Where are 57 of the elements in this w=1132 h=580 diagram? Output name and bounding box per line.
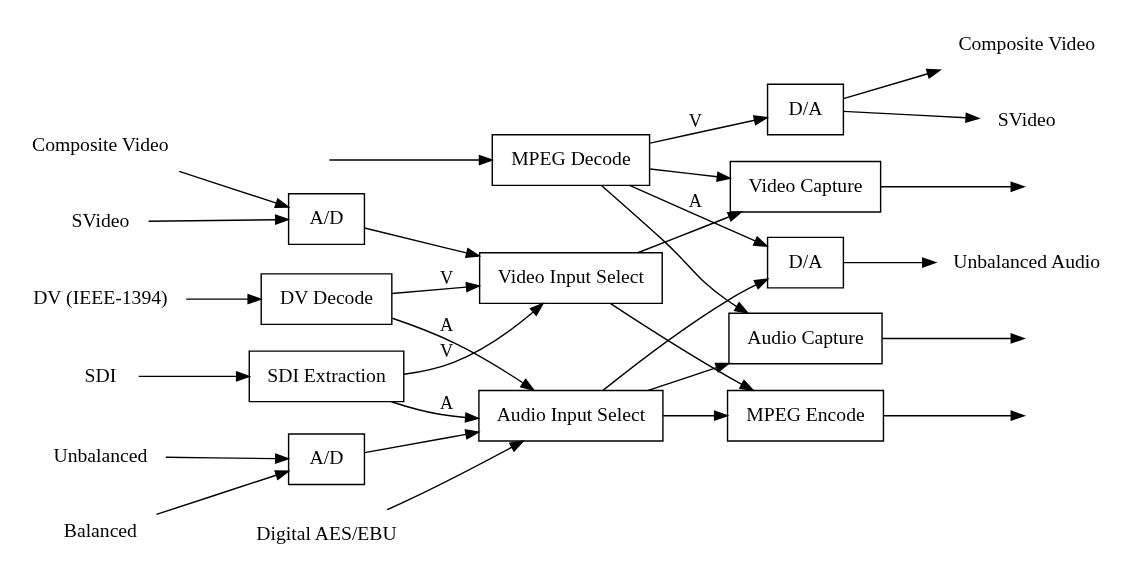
node-box: D/A bbox=[766, 236, 845, 289]
node-box: SDI Extraction bbox=[248, 350, 405, 403]
node-box: A/D bbox=[287, 433, 366, 486]
arrow bbox=[363, 429, 481, 454]
arrow bbox=[647, 362, 731, 392]
arrow bbox=[185, 293, 263, 305]
arrow bbox=[391, 281, 482, 295]
arrow bbox=[842, 257, 938, 269]
node-box: MPEG Encode bbox=[726, 389, 885, 442]
node-text: Digital AES/EBU bbox=[256, 522, 397, 545]
arrow bbox=[165, 453, 291, 465]
node-box: Video Input Select bbox=[478, 252, 663, 305]
arrow bbox=[391, 317, 536, 392]
node-text: Unbalanced Audio bbox=[953, 249, 1101, 272]
arrow bbox=[662, 410, 730, 422]
arrow bbox=[649, 168, 733, 183]
node-text: Balanced bbox=[63, 519, 137, 542]
arrow bbox=[880, 181, 1026, 193]
arrow bbox=[609, 303, 755, 392]
edge-label: A bbox=[688, 190, 702, 211]
arrow bbox=[883, 410, 1027, 422]
node-text: DV (IEEE-1394) bbox=[33, 286, 168, 309]
edge-label: A bbox=[440, 393, 454, 414]
node-box: D/A bbox=[766, 83, 845, 136]
node-text: Composite Video bbox=[32, 133, 169, 156]
arrow bbox=[881, 333, 1026, 344]
node-box: A/D bbox=[287, 193, 366, 246]
arrow bbox=[842, 110, 981, 124]
edge-label: V bbox=[440, 341, 454, 362]
node-text: Unbalanced bbox=[53, 443, 148, 466]
arrow bbox=[155, 470, 291, 516]
node-text: SDI bbox=[84, 363, 117, 386]
edge-label: A bbox=[440, 314, 454, 335]
node-box: Video Capture bbox=[729, 160, 882, 213]
arrow bbox=[649, 115, 770, 144]
arrow bbox=[178, 170, 291, 209]
arrow bbox=[328, 154, 495, 166]
node-text: Composite Video bbox=[958, 32, 1096, 55]
arrow bbox=[403, 302, 545, 375]
node-text: SVideo bbox=[71, 209, 130, 232]
arrow bbox=[137, 370, 252, 382]
arrow bbox=[363, 227, 482, 259]
node-box: Audio Input Select bbox=[478, 389, 664, 442]
arrow bbox=[386, 440, 525, 511]
arrow bbox=[390, 401, 481, 423]
arrow bbox=[628, 184, 769, 248]
arrow bbox=[842, 68, 943, 100]
arrow bbox=[602, 278, 770, 391]
node-box: Audio Capture bbox=[728, 312, 883, 365]
edge-label: V bbox=[440, 268, 454, 289]
edge-label: V bbox=[688, 110, 702, 131]
node-box: MPEG Decode bbox=[491, 134, 651, 187]
node-text: SVideo bbox=[997, 107, 1056, 130]
arrow bbox=[600, 184, 750, 315]
node-box: DV Decode bbox=[260, 273, 393, 326]
arrow bbox=[637, 211, 744, 254]
arrow bbox=[147, 214, 291, 226]
